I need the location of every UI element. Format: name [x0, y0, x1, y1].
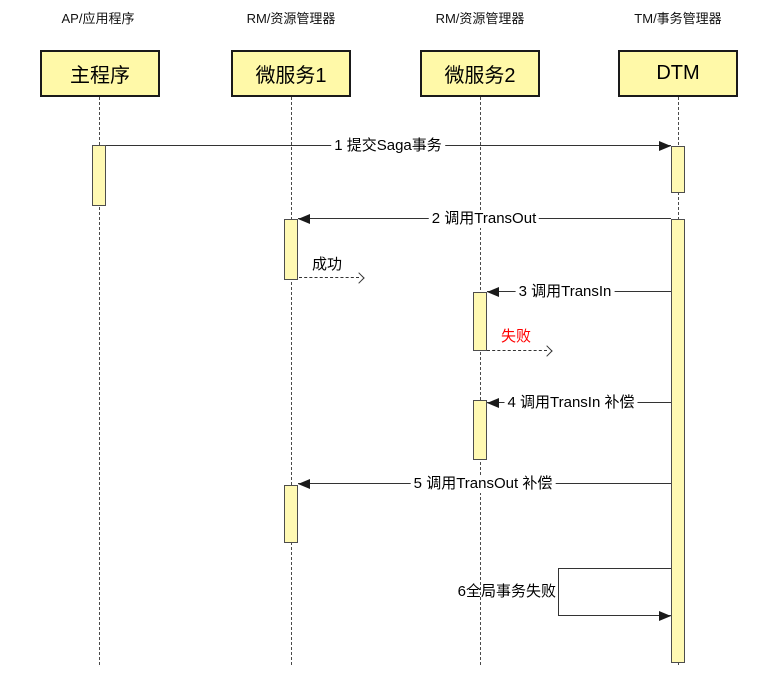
activation-microservice-1-b [284, 485, 298, 543]
actor-name: 主程序 [70, 65, 130, 87]
return-label-fail: 失败 [501, 328, 532, 345]
actor-name: 微服务1 [255, 65, 327, 87]
actor-role-label: AP/应用程序 [61, 11, 135, 26]
arrowhead-right-icon [659, 610, 671, 621]
lifeline-microservice-2 [479, 97, 481, 665]
actor-box-microservice-1: 微服务1 [231, 50, 351, 97]
actor-role-label: RM/资源管理器 [435, 11, 525, 26]
actor-name: 微服务2 [444, 65, 516, 87]
message-label: 2 调用TransOut [428, 210, 540, 228]
actor-box-dtm: DTM [618, 50, 738, 97]
message-label: 1 提交Saga事务 [331, 137, 445, 155]
actor-box-main-program: 主程序 [40, 50, 160, 97]
lifeline-main-program [98, 97, 100, 665]
message-label: 3 调用TransIn [515, 283, 615, 301]
activation-dtm-1 [671, 146, 685, 193]
actor-role-label: RM/资源管理器 [246, 11, 336, 26]
activation-main-program [92, 145, 106, 206]
self-message-loop [558, 568, 671, 616]
activation-microservice-1-a [284, 219, 298, 280]
activation-microservice-2-a [473, 292, 487, 351]
message-label: 5 调用TransOut 补偿 [410, 475, 556, 493]
arrowhead-left-icon [298, 479, 310, 489]
dashed-return-line [299, 277, 359, 279]
activation-dtm-2 [671, 219, 685, 663]
actor-role-label: TM/事务管理器 [634, 11, 722, 26]
dashed-return-line [487, 350, 547, 352]
open-arrowhead-icon [541, 345, 553, 357]
message-label: 6全局事务失败 [457, 583, 556, 600]
return-label: 成功 [312, 256, 343, 273]
arrowhead-left-icon [487, 287, 499, 297]
activation-microservice-2-b [473, 400, 487, 460]
arrowhead-left-icon [298, 214, 310, 224]
lifeline-microservice-1 [290, 97, 292, 665]
message-label: 4 调用TransIn 补偿 [504, 394, 638, 412]
actor-box-microservice-2: 微服务2 [420, 50, 540, 97]
actor-name: DTM [656, 62, 700, 84]
open-arrowhead-icon [353, 272, 365, 284]
arrowhead-right-icon [659, 141, 671, 151]
arrowhead-left-icon [487, 398, 499, 408]
